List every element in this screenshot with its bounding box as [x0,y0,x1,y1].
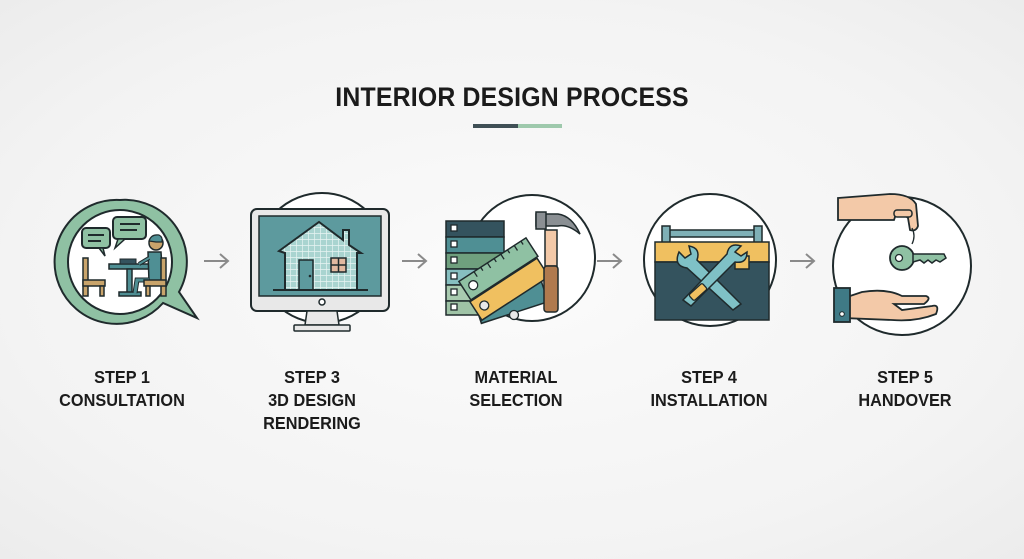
step-3-3d-design-rendering [243,180,413,340]
monitor-house-icon [250,192,390,332]
step-4-label: STEP 4 INSTALLATION [616,366,802,412]
underline-dark-segment [473,124,518,128]
step-5-label: STEP 5 HANDOVER [812,366,998,412]
swatches-hammer-icon [445,194,596,325]
step-1-label: STEP 1 CONSULTATION [29,366,215,412]
step-title: CONSULTATION [59,390,185,410]
consultation-speech-bubble-icon [53,198,200,325]
step-title: MATERIAL [474,367,558,387]
step-title: 3D DESIGN [268,390,356,410]
step-4-installation [635,180,805,340]
title-underline [473,124,562,128]
step-number: STEP 4 [681,367,737,387]
step-number: STEP 3 [284,367,340,387]
underline-light-segment [518,124,562,128]
step-title: RENDERING [263,413,361,433]
hand-key-handover-icon [832,193,972,336]
arrow-right-icon [788,251,818,271]
toolbox-wrenches-icon [643,193,777,327]
arrow-right-icon [202,251,232,271]
step-1-consultation [45,180,215,340]
step-title: SELECTION [469,390,563,410]
step-3-label: STEP 3 3D DESIGN RENDERING [219,366,405,435]
step-title: HANDOVER [858,390,952,410]
step-material-selection [440,180,610,340]
arrow-right-icon [400,251,430,271]
arrow-right-icon [595,251,625,271]
material-selection-label: MATERIAL SELECTION [423,366,609,412]
step-title: INSTALLATION [650,390,768,410]
step-5-handover [832,180,1002,340]
step-number: STEP 5 [877,367,933,387]
step-number: STEP 1 [94,367,150,387]
page-title: INTERIOR DESIGN PROCESS [335,82,689,112]
